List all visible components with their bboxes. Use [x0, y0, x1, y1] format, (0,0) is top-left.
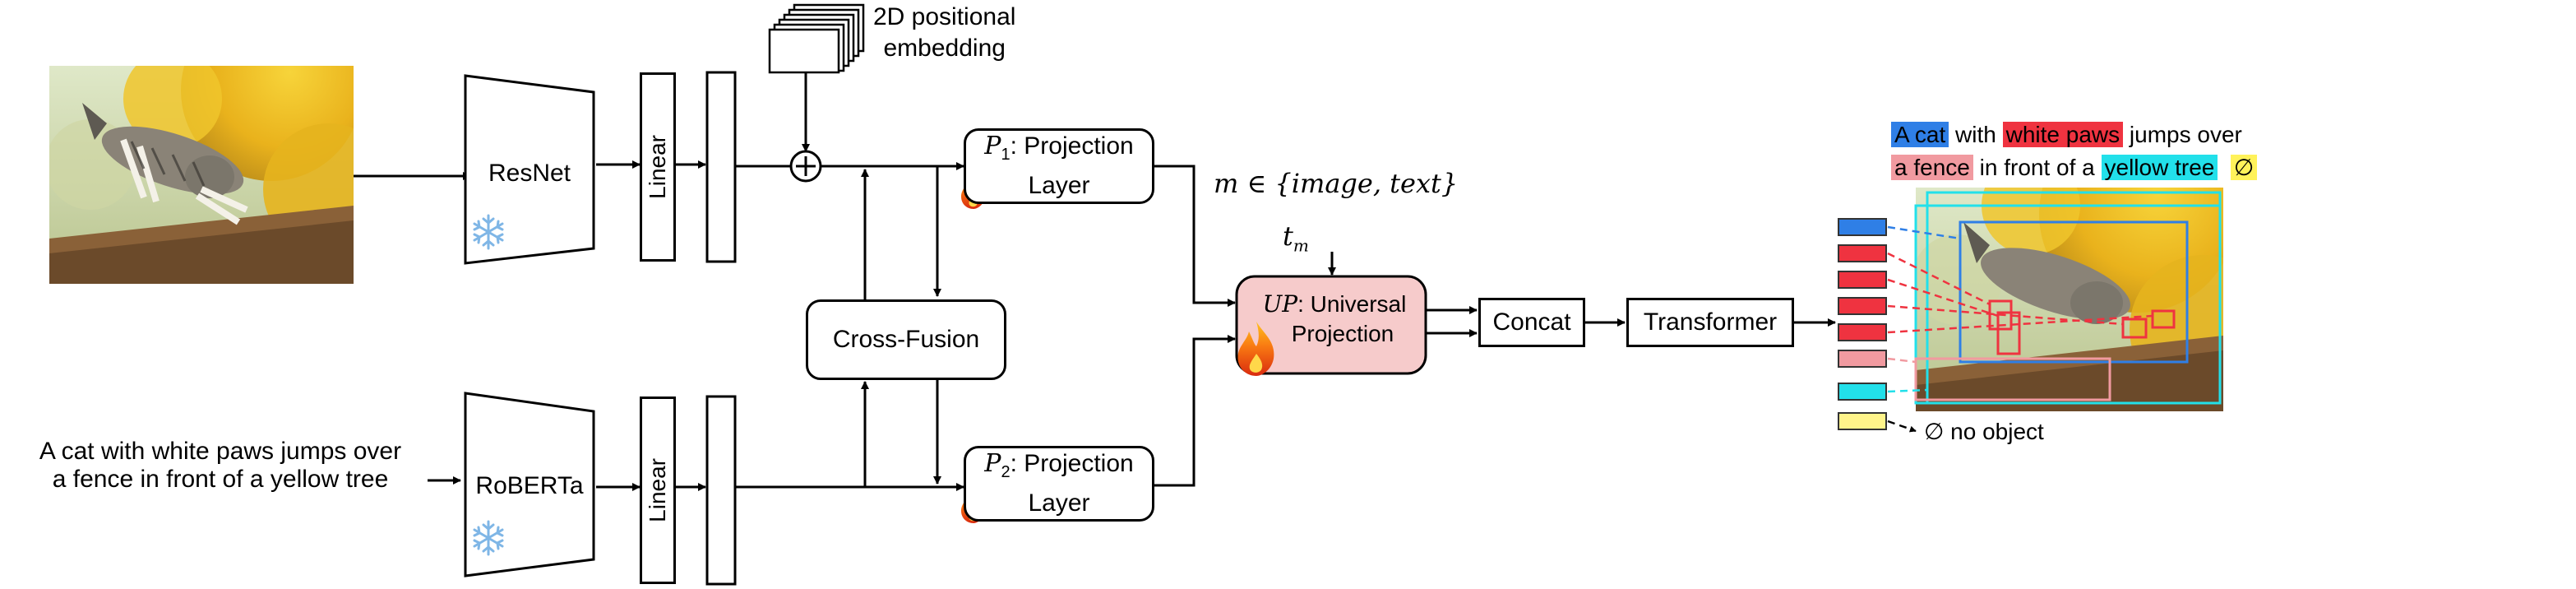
linear-text-box: Linear: [640, 397, 676, 584]
positional-embedding-label: 2D positional embedding: [873, 2, 1015, 64]
cross-fusion-box: Cross-Fusion: [806, 299, 1006, 380]
output-caption: A cat with white paws jumps over a fence…: [1891, 118, 2258, 184]
connectors: [354, 72, 1836, 491]
caption-segment: yellow tree: [2101, 155, 2218, 180]
input-text-line-2: a fence in front of a yellow tree: [52, 466, 389, 493]
detection-boxes: [1914, 191, 2222, 405]
modality-token-symbol: t: [1283, 220, 1293, 252]
input-text: A cat with white paws jumps over a fence…: [7, 438, 434, 494]
universal-projection-label: UP: Universal Projection: [1243, 290, 1426, 349]
concat-box: Concat: [1478, 298, 1585, 347]
caption-row-1: A cat with white paws jumps over: [1891, 118, 2257, 151]
caption-segment: jumps over: [2123, 122, 2242, 147]
text-feature-box: [705, 395, 737, 586]
proj1-subscript: 1: [1001, 146, 1011, 164]
roberta-label: RoBERTa: [475, 472, 584, 499]
proj2-subscript: 2: [1001, 463, 1011, 481]
projection-layer-2: P2: Projection Layer: [964, 446, 1154, 522]
input-image: [49, 66, 354, 284]
proj2-symbol: P: [984, 449, 1001, 478]
projection-layer-1: P1: Projection Layer: [964, 128, 1154, 204]
caption-row-2: a fence in front of a yellow tree ∅: [1891, 151, 2258, 184]
proj2-line-2: Layer: [1028, 489, 1090, 517]
resnet-encoder: [464, 74, 595, 265]
up-symbol: UP: [1262, 290, 1298, 318]
transformer-box: Transformer: [1626, 298, 1794, 347]
proj1-label: : Projection: [1010, 132, 1134, 160]
modality-formula: m ∈ {image, text}: [1214, 168, 1459, 199]
modality-token-subscript: m: [1293, 235, 1309, 256]
resnet-label: ResNet: [488, 160, 571, 187]
positional-line-1: 2D positional: [873, 3, 1016, 30]
caption-segment: A cat: [1891, 122, 1949, 147]
caption-segment: white paws: [2002, 122, 2124, 147]
proj1-symbol: P: [984, 132, 1001, 160]
up-label: : Universal: [1297, 291, 1407, 317]
linear-text-label: Linear: [645, 458, 670, 522]
modality-token: tm: [1283, 220, 1309, 255]
caption-segment: with: [1949, 122, 2003, 147]
linear-image-label: Linear: [645, 135, 670, 199]
caption-segment: a fence: [1891, 155, 1973, 180]
no-object-label: ∅ no object: [1924, 419, 2044, 444]
positional-line-2: embedding: [883, 35, 1006, 62]
input-text-line-1: A cat with white paws jumps over: [39, 438, 402, 465]
caption-segment: in front of a: [1972, 155, 2102, 180]
image-feature-box: [705, 71, 737, 263]
query-slots: [1838, 218, 1887, 430]
query-links: [1887, 225, 2153, 433]
linear-image-box: Linear: [640, 72, 676, 262]
universal-projection-box: [1235, 275, 1427, 375]
feature-map-stack-icon: [768, 3, 865, 74]
proj1-line-2: Layer: [1028, 172, 1090, 199]
caption-segment: [2218, 155, 2231, 180]
plus-icon: [789, 150, 822, 183]
proj2-label: : Projection: [1010, 450, 1134, 477]
caption-segment: ∅: [2230, 155, 2258, 180]
up-line-2: Projection: [1291, 321, 1394, 346]
